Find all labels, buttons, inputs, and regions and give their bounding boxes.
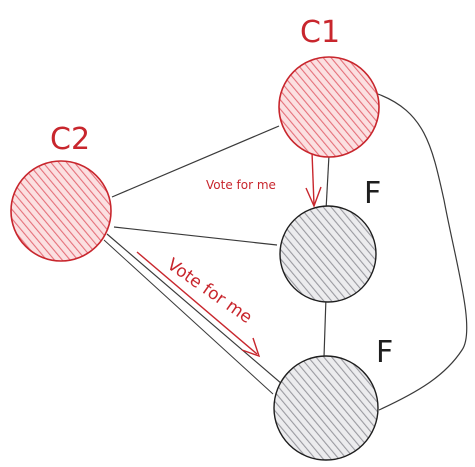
edges [103,93,468,411]
edge-c1-f1 [325,154,330,211]
vote-arrows [136,151,322,358]
vote-label-c2: Vote for me [163,255,256,328]
node-c1 [278,56,380,158]
vote-label-c1: Vote for me [206,178,276,192]
node-label-f1: F [364,176,381,211]
node-f1 [279,205,377,303]
node-f2 [273,355,379,461]
edge-c1-f2 [377,93,468,411]
node-c2 [10,160,112,262]
node-label-c2: C2 [50,122,90,157]
edge-c2-f2-sketch [103,239,274,395]
edge-c2-f1 [113,226,278,246]
node-label-c1: C1 [300,15,340,50]
edge-f1-f2 [323,296,327,358]
node-label-f2: F [376,335,393,370]
vote-arrow-c1-f1 [305,151,322,208]
vote-arrow-c2-f2 [136,251,261,358]
edge-c2-f2 [106,233,283,385]
edge-c1-c2 [111,125,280,198]
